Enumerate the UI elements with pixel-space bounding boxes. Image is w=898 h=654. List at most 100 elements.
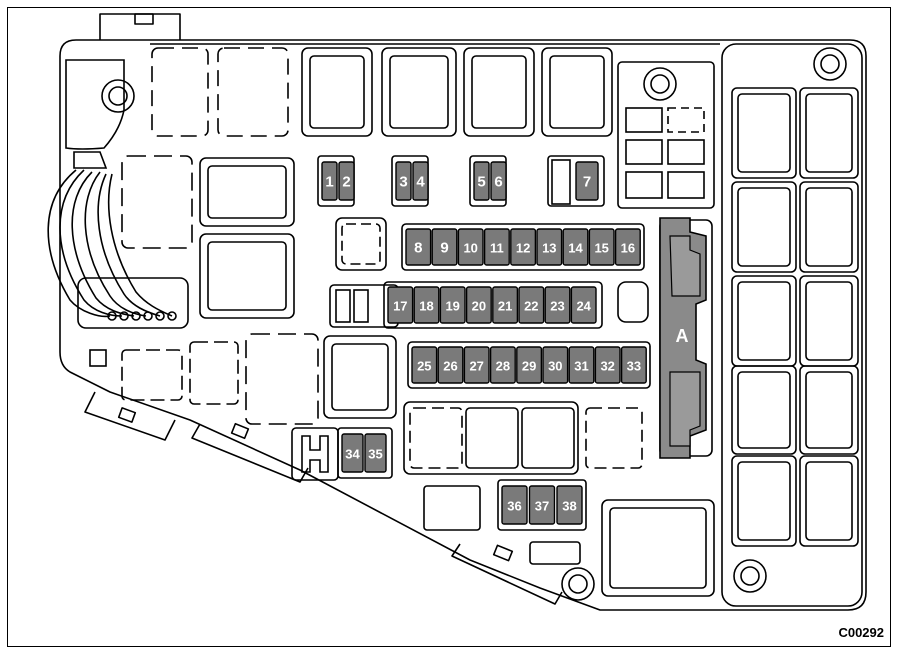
fuse-body	[465, 286, 492, 324]
fuse-5: 5	[473, 161, 490, 201]
fuse-body	[483, 228, 510, 266]
fuse-label: 33	[627, 359, 641, 374]
fuse-37: 37	[528, 485, 556, 525]
fuse-body	[562, 228, 589, 266]
fuse-label: 10	[463, 241, 477, 256]
fuse-body	[364, 433, 387, 473]
fuse-14: 14	[562, 228, 589, 266]
fuse-label: 26	[443, 359, 457, 374]
fuse-body	[405, 228, 432, 266]
fuse-35: 35	[364, 433, 387, 473]
fuse-body	[620, 346, 647, 384]
fuse-label: 15	[594, 241, 608, 256]
mounting-hole-right-top	[813, 47, 847, 81]
right-relay-block	[721, 43, 863, 607]
fuse-label: 2	[342, 174, 350, 191]
fuse-28: 28	[489, 346, 516, 384]
fuse-label: 4	[416, 174, 425, 191]
fuse-33: 33	[620, 346, 647, 384]
fuse-body	[395, 161, 412, 201]
fuse-23: 23	[544, 286, 571, 324]
fuse-body	[588, 228, 615, 266]
fuse-label: 22	[524, 299, 538, 314]
mounting-hole-bottom	[561, 567, 595, 601]
fuse-24: 24	[570, 286, 597, 324]
fuse-label: 20	[472, 299, 486, 314]
fuse-13: 13	[536, 228, 563, 266]
fuse-label: 19	[445, 299, 459, 314]
fuse-7: 7	[575, 161, 599, 201]
fuse-label: 3	[399, 174, 407, 191]
bottom-tab-a	[84, 391, 176, 441]
fuse-19: 19	[439, 286, 466, 324]
fuse-2: 2	[338, 161, 355, 201]
fuse-label: 5	[477, 174, 485, 191]
fuse-21: 21	[492, 286, 519, 324]
figure-frame	[7, 7, 891, 647]
fuse-body	[528, 485, 556, 525]
fuse-label: 28	[496, 359, 510, 374]
fuse-12: 12	[510, 228, 537, 266]
fuse-22: 22	[518, 286, 545, 324]
fuse-label: 12	[516, 241, 530, 256]
fuse-body	[473, 161, 490, 201]
fuse-label: 31	[574, 359, 588, 374]
fuse-27: 27	[463, 346, 490, 384]
fuse-body	[457, 228, 484, 266]
fuse-36: 36	[501, 485, 528, 525]
housing-outline	[59, 39, 867, 611]
fuse-label: 8	[414, 240, 422, 257]
fuse-body	[510, 228, 537, 266]
fuse-body	[568, 346, 595, 384]
fuse-body	[536, 228, 563, 266]
fuse-34: 34	[341, 433, 364, 473]
fuse-18: 18	[413, 286, 440, 324]
fuse-body	[411, 346, 438, 384]
fuse-8: 8	[405, 228, 432, 266]
fuse-25: 25	[411, 346, 438, 384]
fuse-body	[412, 161, 429, 201]
fuse-body	[489, 346, 516, 384]
fuse-label: 30	[548, 359, 562, 374]
fuse-body	[492, 286, 519, 324]
fuse-label: 1	[325, 174, 333, 191]
fuse-32: 32	[594, 346, 621, 384]
fuse-body	[439, 286, 466, 324]
fuse-label: 14	[568, 241, 583, 256]
fuse-body	[338, 161, 355, 201]
mounting-hole-left	[101, 79, 135, 113]
fuse-body	[431, 228, 458, 266]
right-relay-columns	[731, 87, 859, 547]
fuse-20: 20	[465, 286, 492, 324]
fuse-label: 25	[417, 359, 431, 374]
fuse-label: 7	[583, 174, 591, 191]
fuse-label: 16	[621, 241, 635, 256]
fuse-body	[594, 346, 621, 384]
fuse-26: 26	[437, 346, 464, 384]
figure-code: C00292	[838, 625, 884, 640]
fuse-label: 9	[440, 240, 448, 257]
fuse-1: 1	[321, 161, 338, 201]
wiring-harness	[47, 59, 189, 329]
fuse-body	[542, 346, 569, 384]
fuse-3: 3	[395, 161, 412, 201]
small-relay-grid	[617, 61, 715, 209]
fuse-body	[518, 286, 545, 324]
fuse-label: 23	[550, 299, 564, 314]
bottom-tab-c	[451, 543, 563, 605]
fuse-label: 27	[469, 359, 483, 374]
fuse-body	[544, 286, 571, 324]
fuse-label: 21	[498, 299, 512, 314]
fuse-29: 29	[516, 346, 543, 384]
fuse-4: 4	[412, 161, 429, 201]
middle-relays	[89, 155, 715, 597]
fuse-16: 16	[614, 228, 641, 266]
fuse-body	[570, 286, 597, 324]
fuse-label: 38	[562, 499, 576, 514]
fuse-9: 9	[431, 228, 458, 266]
top-relay-sockets	[151, 47, 613, 137]
bottom-tab-b	[191, 423, 309, 483]
connector-a: A	[659, 217, 713, 459]
